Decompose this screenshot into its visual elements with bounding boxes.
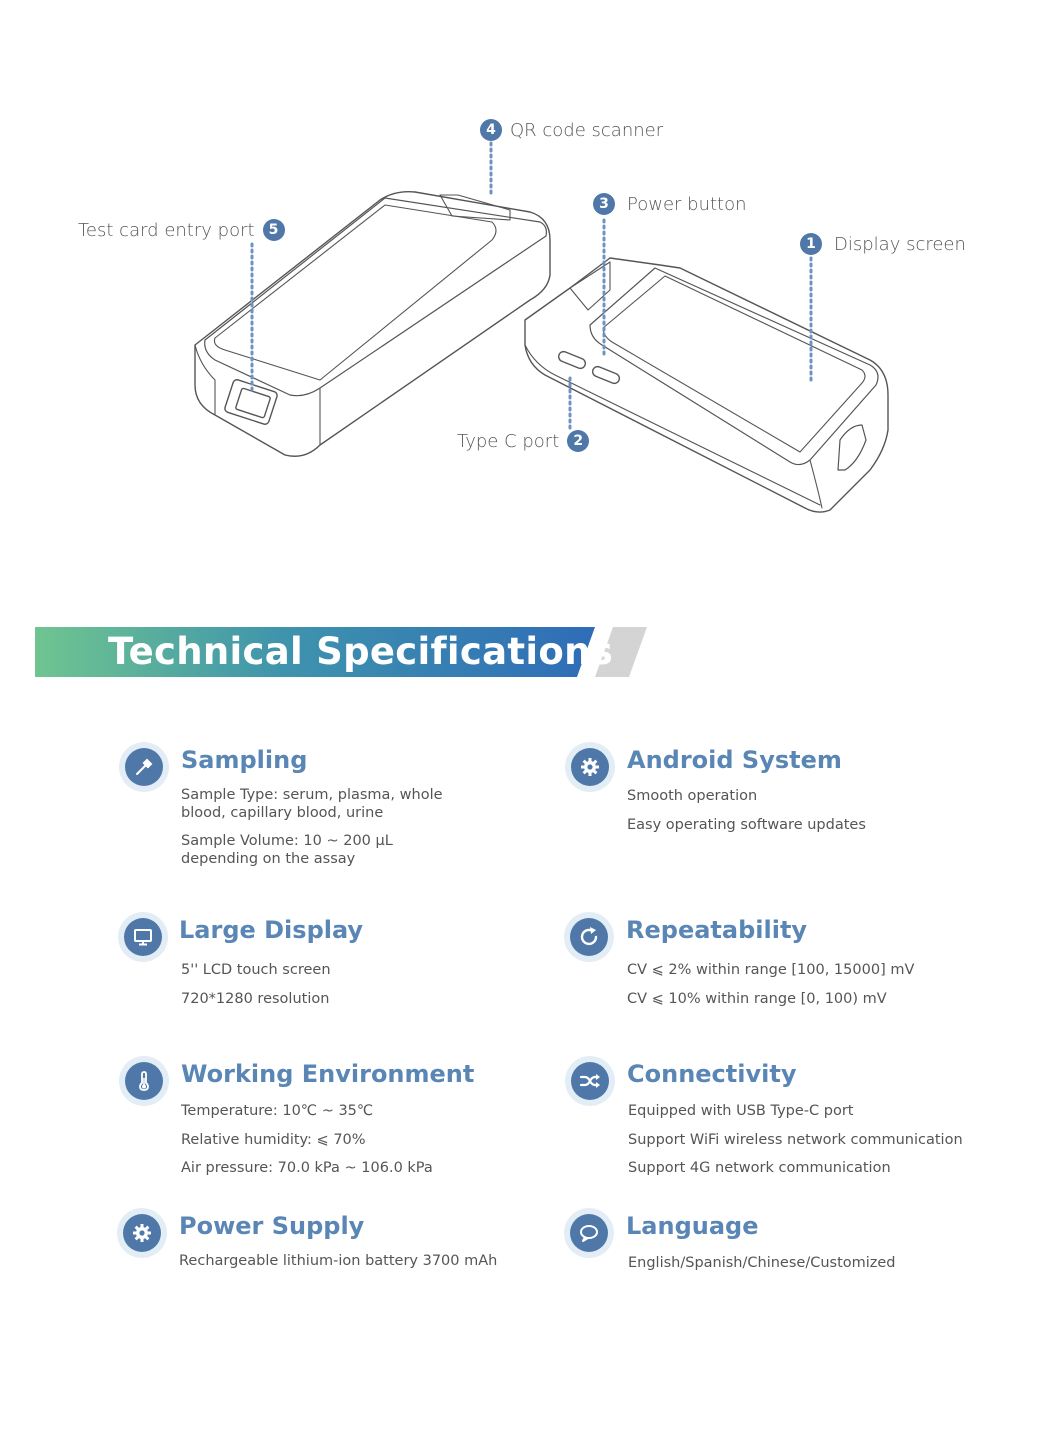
device-diagram: 4 QR code scanner 3 Power button 1 Displ… bbox=[0, 0, 1060, 560]
spec-working-environment: Working Environment Temperature: 10℃ ~ 3… bbox=[119, 1056, 539, 1186]
section-banner bbox=[35, 627, 647, 677]
spec-line: CV ⩽ 10% within range [0, 100) mV bbox=[627, 991, 887, 1007]
spec-title: Language bbox=[626, 1212, 759, 1240]
spec-line: CV ⩽ 2% within range [100, 15000] mV bbox=[627, 962, 915, 978]
spec-title: Power Supply bbox=[179, 1212, 365, 1240]
spec-title: Repeatability bbox=[626, 916, 808, 944]
speech-bubble-icon bbox=[564, 1208, 614, 1258]
spec-line: Support 4G network communication bbox=[628, 1160, 891, 1176]
spec-line: 720*1280 resolution bbox=[181, 991, 330, 1007]
callout-qr-code-scanner: 4 QR code scanner bbox=[480, 119, 663, 141]
spec-line: 5'' LCD touch screen bbox=[181, 962, 331, 978]
shuffle-icon bbox=[565, 1056, 615, 1106]
callout-number: 1 bbox=[800, 233, 822, 255]
dropper-icon bbox=[119, 742, 169, 792]
thermometer-icon bbox=[119, 1056, 169, 1106]
spec-title: Working Environment bbox=[181, 1060, 475, 1088]
spec-line: Sample Type: serum, plasma, whole bbox=[181, 787, 443, 803]
device-illustration bbox=[194, 141, 889, 513]
spec-line: English/Spanish/Chinese/Customized bbox=[628, 1255, 896, 1271]
callout-number: 4 bbox=[480, 119, 502, 141]
spec-large-display: Large Display 5'' LCD touch screen 720*1… bbox=[118, 912, 538, 1012]
spec-connectivity: Connectivity Equipped with USB Type-C po… bbox=[565, 1056, 985, 1186]
spec-line: Air pressure: 70.0 kPa ~ 106.0 kPa bbox=[181, 1160, 433, 1176]
spec-repeatability: Repeatability CV ⩽ 2% within range [100,… bbox=[564, 912, 984, 1012]
callout-label: Display screen bbox=[834, 233, 966, 255]
spec-line: Easy operating software updates bbox=[627, 817, 866, 833]
callout-number: 5 bbox=[262, 219, 285, 241]
callout-number: 3 bbox=[593, 193, 615, 215]
gear-icon bbox=[565, 742, 615, 792]
callout-label: Test card entry port bbox=[78, 219, 255, 241]
monitor-icon bbox=[118, 912, 168, 962]
spec-title: Large Display bbox=[179, 916, 364, 944]
spec-android-system: Android System Smooth operation Easy ope… bbox=[565, 742, 985, 842]
spec-line: depending on the assay bbox=[181, 851, 356, 867]
spec-power-supply: Power Supply Rechargeable lithium-ion ba… bbox=[117, 1208, 537, 1288]
spec-line: Equipped with USB Type-C port bbox=[628, 1103, 854, 1119]
refresh-icon bbox=[564, 912, 614, 962]
section-title: Technical Specifications bbox=[108, 630, 614, 673]
spec-sampling: Sampling Sample Type: serum, plasma, who… bbox=[119, 742, 539, 872]
spec-line: blood, capillary blood, urine bbox=[181, 805, 384, 821]
callout-label: Power button bbox=[627, 193, 747, 215]
spec-title: Connectivity bbox=[627, 1060, 797, 1088]
spec-line: Relative humidity: ⩽ 70% bbox=[181, 1132, 366, 1148]
callout-number: 2 bbox=[567, 430, 590, 452]
spec-line: Smooth operation bbox=[627, 788, 758, 804]
spec-line: Support WiFi wireless network communicat… bbox=[628, 1132, 963, 1148]
spec-title: Android System bbox=[627, 746, 842, 774]
callout-test-card-entry-port: Test card entry port 5 bbox=[78, 219, 285, 241]
spec-line: Temperature: 10℃ ~ 35℃ bbox=[181, 1103, 374, 1119]
callout-label: QR code scanner bbox=[510, 119, 664, 141]
callout-label: Type C port bbox=[457, 430, 560, 452]
spec-line: Sample Volume: 10 ~ 200 μL bbox=[181, 833, 393, 849]
callout-type-c-port: Type C port 2 bbox=[457, 430, 590, 452]
spec-line: Rechargeable lithium-ion battery 3700 mA… bbox=[179, 1253, 498, 1269]
callout-power-button: 3 Power button bbox=[593, 193, 747, 215]
callout-display-screen: 1 Display screen bbox=[800, 233, 966, 255]
gear-icon bbox=[117, 1208, 167, 1258]
spec-title: Sampling bbox=[181, 746, 308, 774]
spec-language: Language English/Spanish/Chinese/Customi… bbox=[564, 1208, 984, 1288]
